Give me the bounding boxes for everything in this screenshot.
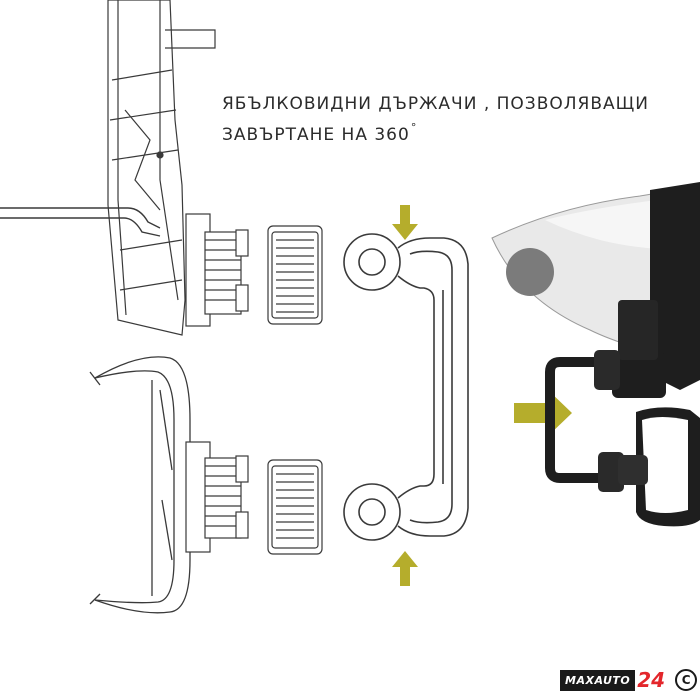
copyright-icon: C	[675, 669, 698, 691]
mounted-holder-render	[491, 182, 700, 527]
vent-knob	[506, 248, 554, 296]
upper-threaded-stem	[185, 213, 249, 327]
upper-knurled-nut	[267, 225, 323, 325]
caption-line-1: ЯБЪЛКОВИДНИ ДЪРЖАЧИ , ПОЗВОЛЯВАЩИ	[222, 94, 649, 114]
lower-threaded-stem	[185, 441, 249, 553]
lower-knurled-nut	[267, 459, 323, 555]
connector-bracket	[343, 233, 469, 541]
arrow-down-icon	[392, 205, 418, 240]
upper-holder-body	[107, 0, 216, 336]
degree-symbol: °	[410, 121, 418, 134]
arrow-up-icon	[392, 551, 418, 586]
brand-number: 24	[637, 668, 666, 692]
lower-clamp	[89, 356, 191, 614]
arrow-right-icon	[514, 390, 572, 436]
caption: ЯБЪЛКОВИДНИ ДЪРЖАЧИ , ПОЗВОЛЯВАЩИ ЗАВЪРТ…	[222, 92, 692, 147]
mount-rod	[0, 207, 161, 237]
brand-name: MAXAUTO	[560, 669, 636, 691]
brand-logo: MAXAUTO 24 C	[560, 667, 698, 693]
caption-line-2-text: ЗАВЪРТАНЕ НА 360	[222, 125, 410, 145]
caption-line-2: ЗАВЪРТАНЕ НА 360°	[222, 116, 692, 147]
